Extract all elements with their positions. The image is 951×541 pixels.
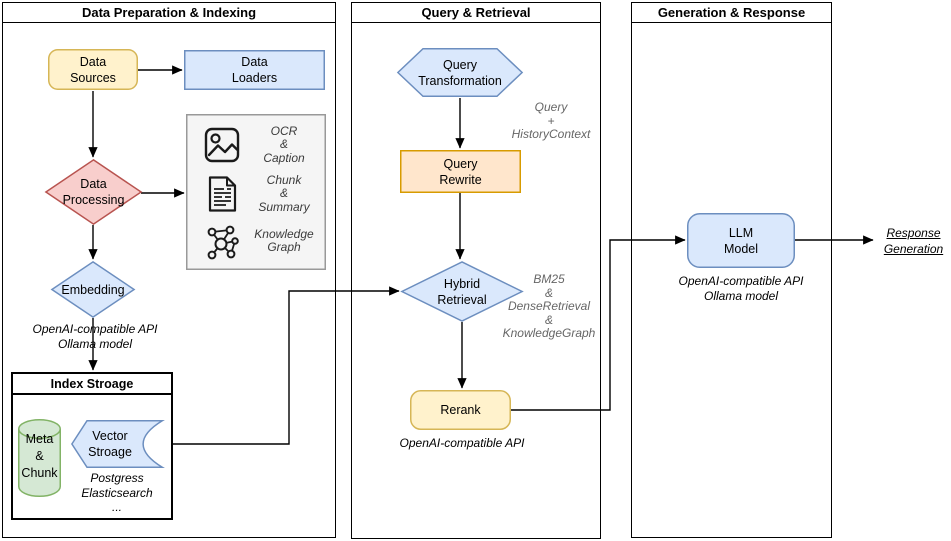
meta-chunk-label: Meta & Chunk <box>21 432 58 480</box>
rounded-rect-shape <box>410 390 511 430</box>
diamond-shape <box>400 261 524 322</box>
section-title: Generation & Response <box>632 3 831 23</box>
ocr-caption-label: OCR & Caption <box>263 123 305 165</box>
data-loaders-node[interactable]: Data Loaders <box>184 50 325 90</box>
storage-shape <box>71 420 165 468</box>
knowledge-graph-label: Knowledge Graph <box>254 226 314 254</box>
cylinder-top <box>18 419 61 439</box>
chunk-summary-label: Chunk & Summary <box>258 172 310 214</box>
response-generation-label: Response Generation <box>883 226 944 256</box>
processing-methods-box[interactable]: OCR & Caption Chunk & Summary Knowledge … <box>186 114 326 270</box>
section-title: Query & Retrieval <box>352 3 600 23</box>
hybrid-retrieval-note: BM25 & DenseRetrieval & KnowledgeGraph <box>502 272 596 340</box>
rounded-rect-shape <box>48 49 138 90</box>
diamond-shape <box>44 158 143 226</box>
image-icon <box>204 127 240 163</box>
query-rewrite-label: Query Rewrite <box>439 156 482 187</box>
query-transformation-node[interactable]: Query Transformation <box>396 48 524 97</box>
data-sources-node[interactable]: Data Sources <box>48 49 138 90</box>
section-title: Data Preparation & Indexing <box>3 3 335 23</box>
hybrid-retrieval-label: Hybrid Retrieval <box>437 276 487 307</box>
ocr-caption-row: OCR & Caption <box>186 122 326 168</box>
query-history-note: Query + HistoryContext <box>511 100 591 141</box>
knowledge-graph-icon <box>207 225 239 260</box>
embedding-label: Embedding <box>61 282 125 297</box>
rect-shape <box>184 50 325 90</box>
vector-storage-note: Postgress Elasticsearch ... <box>81 471 153 514</box>
data-sources-label: Data Sources <box>70 54 116 85</box>
knowledge-graph-row: Knowledge Graph <box>186 218 326 264</box>
vector-storage-label: Vector Stroage <box>88 429 132 459</box>
query-transformation-label: Query Transformation <box>418 57 502 88</box>
rerank-label: Rerank <box>440 403 481 417</box>
index-storage-title: Index Stroage <box>13 374 171 395</box>
embedding-node[interactable]: Embedding <box>50 260 136 319</box>
vector-storage-node[interactable]: Vector Stroage <box>71 420 165 468</box>
rounded-rect-shape <box>687 213 795 268</box>
llm-model-note: OpenAI-compatible API Ollama model <box>678 274 804 303</box>
llm-model-node[interactable]: LLM Model <box>687 213 795 268</box>
rerank-note: OpenAI-compatible API <box>399 436 525 450</box>
chunk-summary-row: Chunk & Summary <box>186 172 326 216</box>
llm-model-label: LLM Model <box>723 225 759 256</box>
query-rewrite-node[interactable]: Query Rewrite <box>400 150 521 193</box>
section-generation-response: Generation & Response <box>631 2 832 538</box>
diamond-shape <box>50 260 136 319</box>
meta-chunk-node[interactable]: Meta & Chunk <box>18 419 61 498</box>
rect-shape <box>400 150 521 193</box>
data-processing-label: Data Processing <box>62 177 125 207</box>
hexagon-shape <box>396 48 524 97</box>
cylinder-body <box>18 429 61 498</box>
section-data-preparation: Data Preparation & Indexing <box>2 2 336 538</box>
data-loaders-label: Data Loaders <box>231 55 278 85</box>
document-icon <box>208 176 237 212</box>
embedding-note: OpenAI-compatible API Ollama model <box>32 322 158 351</box>
rerank-node[interactable]: Rerank <box>410 390 511 430</box>
data-processing-node[interactable]: Data Processing <box>44 158 143 226</box>
hybrid-retrieval-node[interactable]: Hybrid Retrieval <box>400 261 524 322</box>
